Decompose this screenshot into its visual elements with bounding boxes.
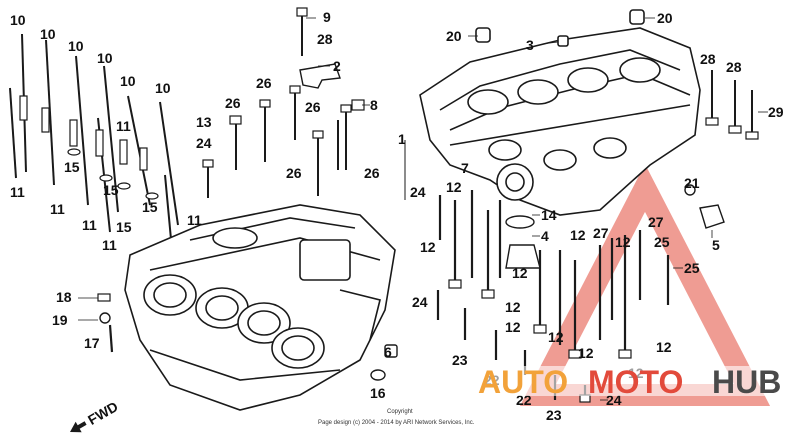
part-label: 7 [461,160,469,176]
stud-bolts [9,33,179,251]
part-label: 12 [570,227,586,243]
part-labels: 10 10 10 10 10 10 11 11 11 11 11 11 15 1… [10,9,784,423]
part-label: 12 [512,265,528,281]
part-label: 5 [712,237,720,253]
part-label: 12 [505,299,521,315]
part-label: 10 [97,50,113,66]
part-label: 28 [317,31,333,47]
part-label: 23 [546,407,562,423]
case-bolts [97,184,725,403]
part-label: 23 [452,352,468,368]
part-label: 10 [10,12,26,28]
part-label: 14 [541,207,557,223]
part-label: 27 [593,225,609,241]
part-label: 9 [323,9,331,25]
part-label: 10 [68,38,84,54]
part-label: 24 [196,135,212,151]
part-label: 8 [370,97,378,113]
part-label: 3 [526,37,534,53]
upper-right-bolts [705,70,759,140]
part-label: 16 [370,385,386,401]
copyright-line1: Copyright [387,409,413,415]
upper-crankcase [419,9,701,216]
part-label: 25 [654,234,670,250]
part-label: 18 [56,289,72,305]
fwd-arrow: FWD [70,398,121,433]
part-label: 15 [142,199,158,215]
top-bolts [202,7,406,200]
part-label: 19 [52,312,68,328]
part-label: 11 [50,201,65,217]
part-label: 11 [187,212,202,228]
leader-lines [78,17,768,401]
part-label: 11 [116,118,131,134]
part-label: 15 [103,182,119,198]
part-label: 26 [364,165,380,181]
part-label: 12 [578,345,594,361]
part-label: 27 [648,214,664,230]
part-label: 24 [412,294,428,310]
fwd-label: FWD [85,398,121,428]
part-label: 24 [410,184,426,200]
part-label: 1 [398,131,406,147]
part-label: 26 [286,165,302,181]
part-label: 26 [225,95,241,111]
part-label: 26 [256,75,272,91]
part-label: 20 [446,28,462,44]
lower-crankcase [124,204,396,411]
part-label: 6 [384,344,392,360]
watermark-moto: MOTO [588,364,683,400]
part-label: 20 [657,10,673,26]
part-label: 11 [82,217,97,233]
part-label: 29 [768,104,784,120]
part-label: 21 [684,175,700,191]
watermark-logo: AUTO MOTO HUB [478,364,790,400]
watermark-hub: HUB [712,364,781,400]
part-label: 4 [541,228,549,244]
part-label: 28 [700,51,716,67]
part-label: 15 [64,159,80,175]
part-label: 28 [726,59,742,75]
part-label: 26 [305,99,321,115]
watermark-auto: AUTO [478,364,568,400]
part-label: 11 [102,237,117,253]
part-label: 17 [84,335,100,351]
part-label: 12 [420,239,436,255]
part-label: 12 [446,179,462,195]
part-label: 15 [116,219,132,235]
part-label: 12 [615,234,631,250]
part-label: 25 [684,260,700,276]
copyright-line2: Page design (c) 2004 - 2014 by ARI Netwo… [318,420,475,426]
part-label: 12 [505,319,521,335]
copyright: Copyright Page design (c) 2004 - 2014 by… [318,409,475,426]
part-label: 12 [548,329,564,345]
part-label: 11 [10,184,25,200]
part-label: 2 [333,58,341,74]
part-label: 12 [656,339,672,355]
part-label: 13 [196,114,212,130]
part-label: 10 [40,26,56,42]
part-label: 10 [120,73,136,89]
part-label: 10 [155,80,171,96]
